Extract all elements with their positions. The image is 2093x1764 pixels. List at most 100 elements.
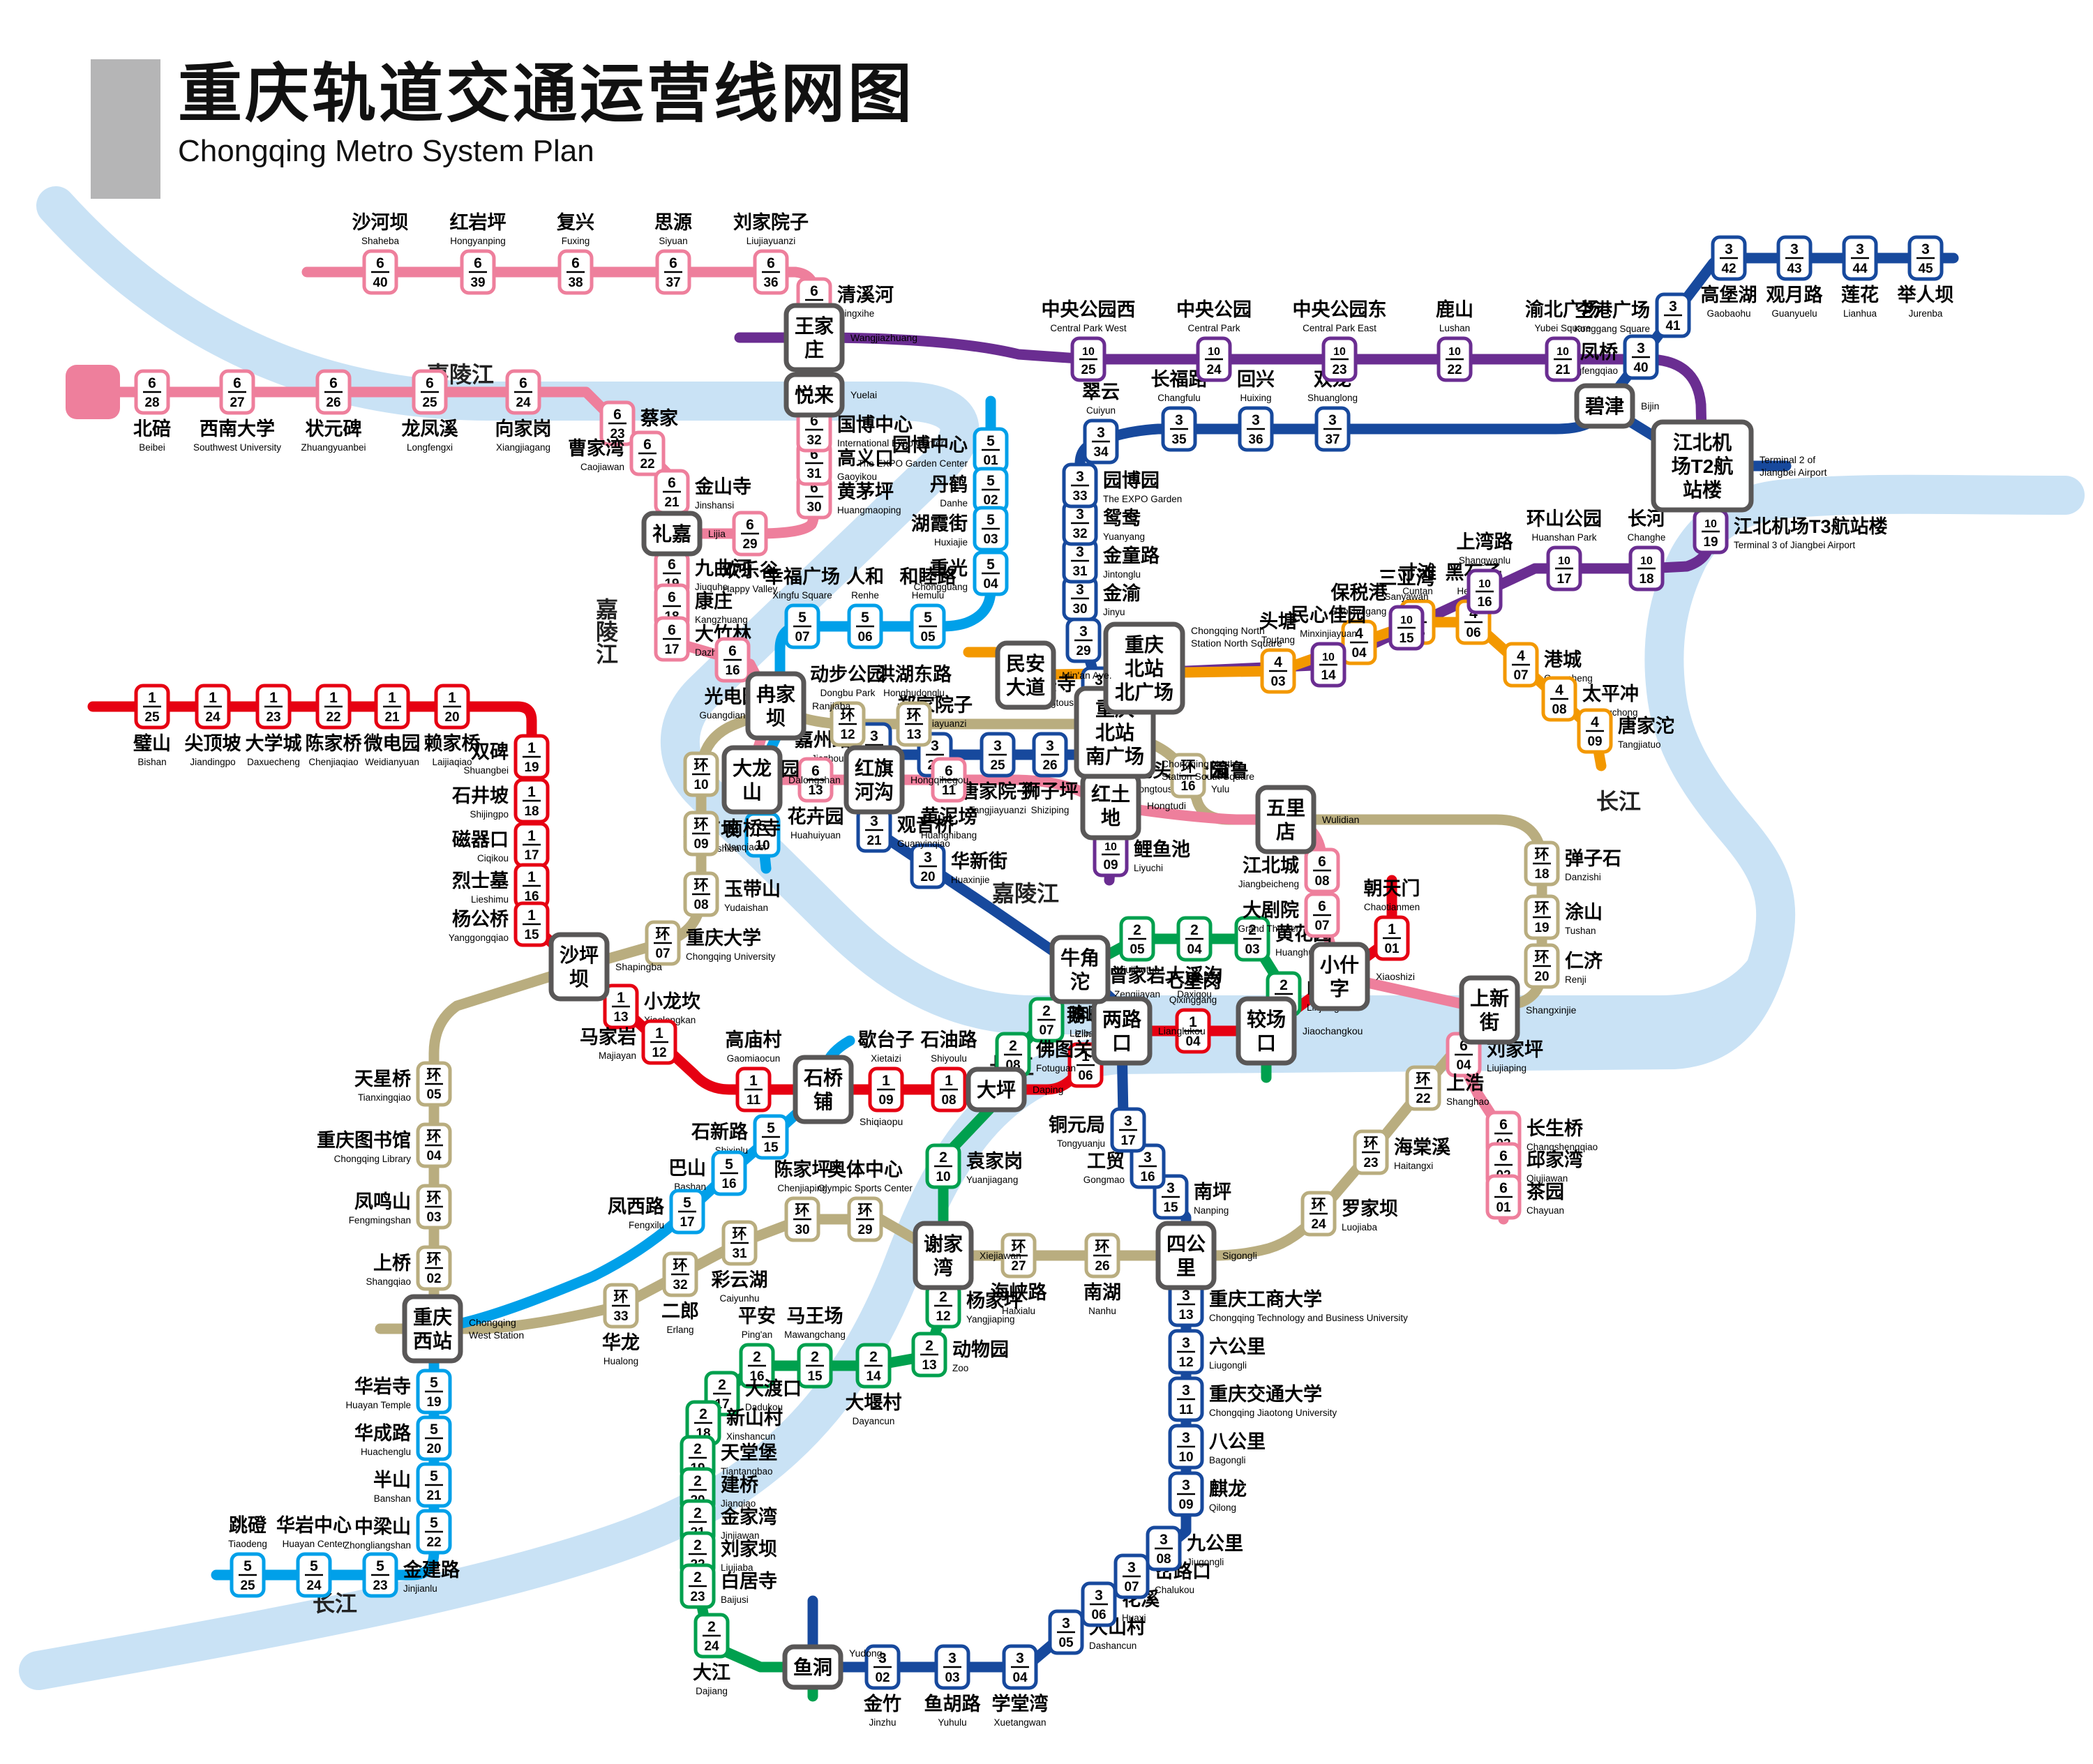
river-label: 嘉陵江 (992, 881, 1059, 906)
station-icon: 119 (513, 734, 550, 780)
station-icon: 123 (255, 684, 292, 730)
station-label-zh: 金山寺 (694, 476, 751, 497)
station-label-zh: 袁家岗 (966, 1150, 1023, 1172)
station-label-zh: 长生桥 (1526, 1118, 1583, 1139)
svg-text:6: 6 (519, 375, 527, 391)
station-label-en: Chayuan (1526, 1205, 1564, 1216)
station-label-en: Xietaizi (871, 1053, 901, 1064)
station-label-zh: 微电园 (363, 733, 421, 754)
station-icon: 环12 (830, 701, 866, 747)
station-label-zh: 六公里 (1209, 1336, 1266, 1357)
svg-text:29: 29 (742, 537, 757, 552)
station-label-zh: 麒龙 (1209, 1478, 1247, 1500)
station-label-zh: 铜元局 (1049, 1115, 1105, 1136)
station-icon: 环13 (896, 701, 932, 747)
svg-text:04: 04 (1456, 1058, 1471, 1073)
svg-text:30: 30 (807, 500, 821, 515)
svg-text:6: 6 (376, 255, 384, 271)
svg-text:10: 10 (1556, 346, 1569, 358)
svg-text:32: 32 (807, 433, 821, 448)
station-icon: 环07 (645, 920, 681, 966)
svg-text:15: 15 (524, 928, 539, 942)
box-label-en: Yudong (849, 1648, 883, 1659)
svg-text:口: 口 (1256, 1032, 1276, 1054)
svg-text:10: 10 (1208, 346, 1220, 358)
station-label-en: Cuntan (1402, 586, 1433, 596)
svg-text:17: 17 (1556, 572, 1571, 587)
svg-text:环: 环 (427, 1067, 442, 1083)
svg-text:2: 2 (925, 1338, 933, 1354)
station-icon: 515 (753, 1114, 789, 1160)
svg-text:23: 23 (1332, 363, 1346, 377)
station-label-zh: 西南大学 (200, 418, 275, 439)
svg-text:环: 环 (694, 757, 709, 774)
station-label-en: The EXPO Garden Center (857, 458, 968, 469)
station-icon: 624 (505, 369, 541, 415)
station-icon: 331 (1062, 538, 1098, 584)
station-icon: 218 (685, 1400, 721, 1446)
svg-text:3: 3 (1182, 1477, 1190, 1493)
svg-text:45: 45 (1918, 262, 1933, 276)
svg-text:11: 11 (1179, 1403, 1194, 1417)
station-label-zh: 赖家桥 (424, 732, 481, 754)
box-label-en: Yuelai (850, 389, 877, 400)
svg-text:07: 07 (1039, 1023, 1053, 1038)
svg-text:店: 店 (1276, 821, 1296, 843)
station-label-zh: 洪湖东路 (876, 663, 952, 685)
svg-text:2: 2 (718, 1377, 726, 1393)
station-icon: 343 (1776, 235, 1813, 281)
svg-text:18: 18 (1534, 867, 1549, 882)
station-icon: 636 (753, 249, 789, 295)
svg-text:环: 环 (1416, 1071, 1431, 1087)
svg-text:08: 08 (1314, 874, 1329, 889)
svg-text:5: 5 (725, 1156, 733, 1173)
svg-text:6: 6 (746, 517, 754, 533)
station-label-en: Zhongliangshan (344, 1540, 411, 1551)
svg-text:悦来: 悦来 (795, 384, 834, 406)
line-5-path-0 (751, 395, 996, 874)
station-icon: 627 (219, 369, 255, 415)
station-label-zh: 鹿山 (1436, 299, 1473, 320)
svg-text:19: 19 (1703, 535, 1718, 550)
svg-text:1: 1 (527, 869, 536, 885)
station-label-en: Huangnibang (921, 830, 977, 840)
station-label-en: Ciqikou (477, 853, 509, 864)
svg-text:16: 16 (725, 663, 740, 678)
station-label-en: Central Park East (1303, 323, 1376, 333)
station-label-zh: 重庆大学 (686, 927, 761, 949)
svg-text:4: 4 (1555, 682, 1563, 698)
station-label-en: Gaoyikou (837, 472, 877, 482)
station-icon: 623 (599, 400, 636, 446)
station-icon: 环32 (662, 1251, 698, 1297)
svg-text:6: 6 (148, 375, 156, 391)
station-label-en: Shanghao (1446, 1096, 1490, 1107)
station-icon: 345 (1907, 235, 1944, 281)
station-label-zh: 弹子石 (1565, 848, 1621, 869)
station-icon: 524 (296, 1552, 332, 1598)
svg-text:09: 09 (1587, 734, 1602, 749)
box-label-en: Ranjiaba (812, 700, 850, 711)
svg-text:6: 6 (233, 375, 241, 391)
station-label-en: Huangmaoping (837, 505, 901, 515)
svg-text:05: 05 (1130, 942, 1145, 957)
station-label-zh: 长河 (1628, 508, 1665, 529)
station-label-zh: 大学城 (246, 732, 302, 754)
svg-text:18: 18 (524, 804, 539, 819)
station-label-en: Huachenglu (361, 1447, 411, 1457)
station-label-zh: 蔡家 (640, 407, 678, 429)
